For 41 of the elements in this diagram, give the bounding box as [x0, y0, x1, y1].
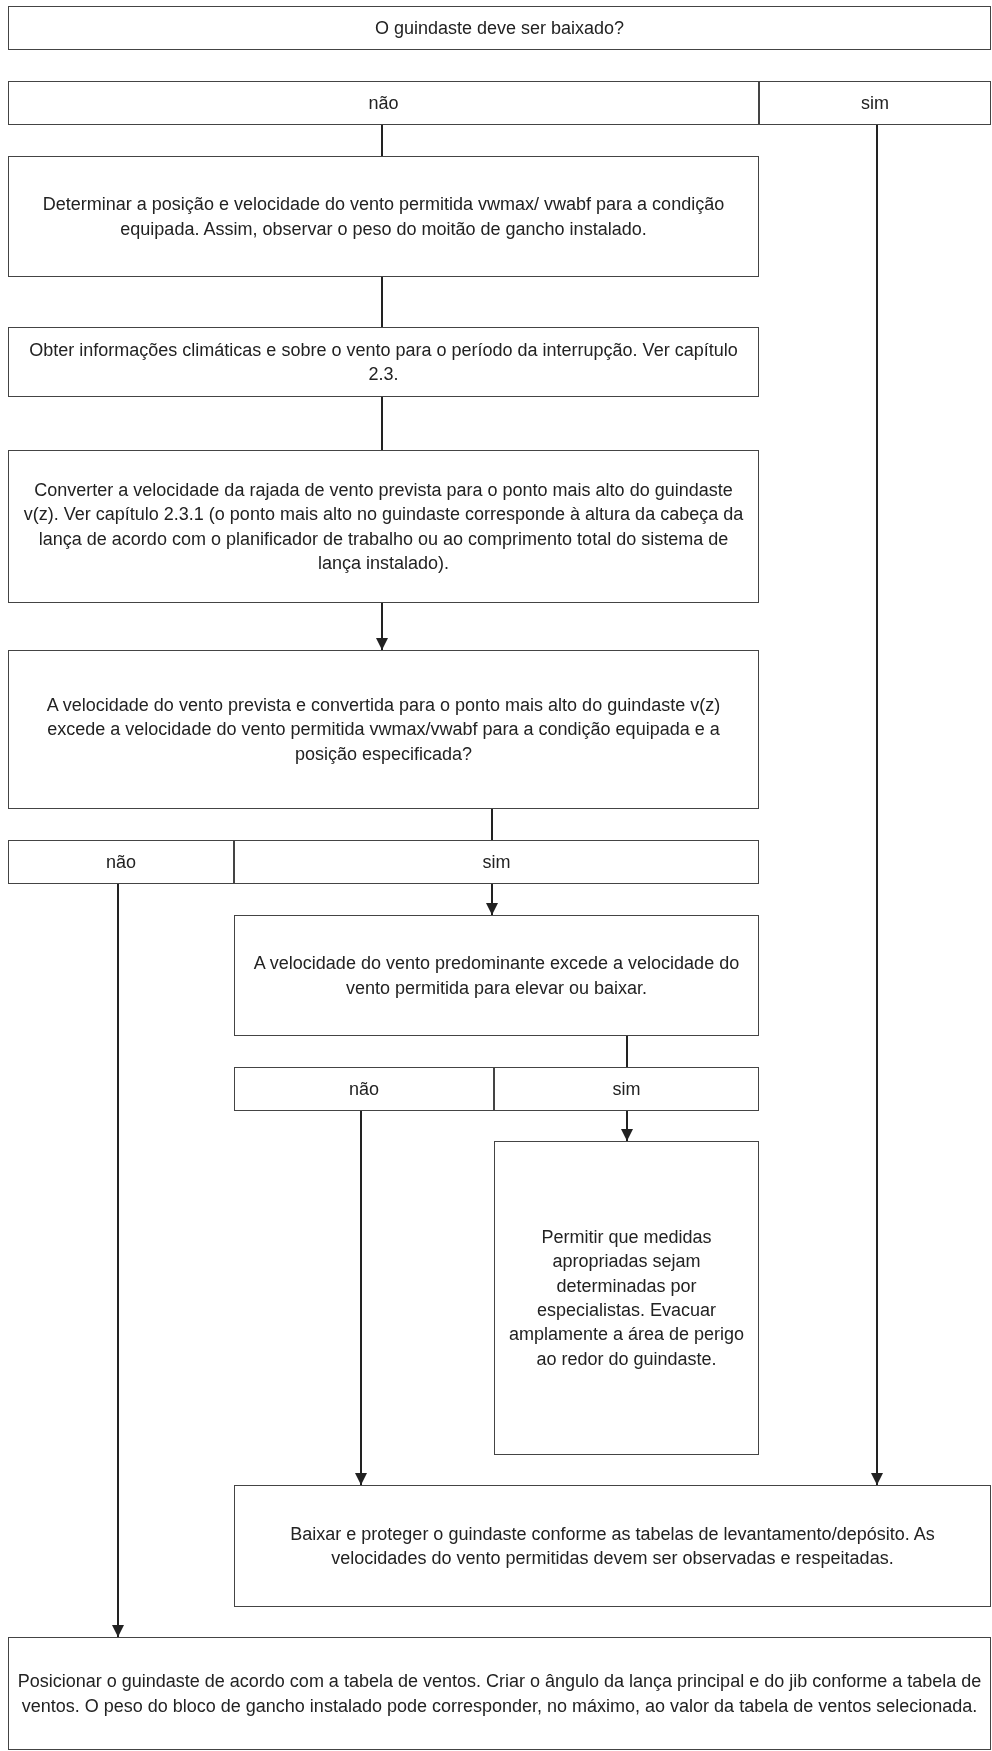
- arrow: [376, 602, 388, 651]
- connector-line: [381, 124, 383, 157]
- box-text: sim: [861, 91, 889, 115]
- box-text: A velocidade do vento predominante excede a velocidade do vento permitida para elevar ou baixar.: [252, 952, 741, 1000]
- branch-label-cell: [8, 81, 759, 125]
- box-text: Baixar e proteger o guindaste conforme as tabelas de levantamento/depósito. As velocidades do vento permitidas devem ser observadas e respeitadas.: [289, 1522, 936, 1570]
- box-text: Converter a velocidade da rajada de vento prevista para o ponto mais alto do guindaste v(z). Ver capítulo 2.3.1 (o ponto mais alto no guindaste corresponde à altura da cabeça da lança de acordo com o planificador de trabalho ou ao comprimento total do sistema de lança instalado).: [22, 478, 745, 575]
- box-text: Posicionar o guindaste de acordo com a tabela de ventos. Criar o ângulo da lança principal e do jib conforme a tabela de ventos. O peso do bloco de gancho instalado pode corresponder, no máximo, ao valor da tabela de ventos selecionada.: [17, 1670, 982, 1718]
- box-text: sim: [482, 850, 511, 874]
- connector-line: [626, 1035, 628, 1068]
- box-text: Permitir que medidas apropriadas sejam determinadas por especialistas. Evacuar amplamente a área de perigo ao redor do guindaste.: [507, 1226, 746, 1371]
- process-box: [234, 1485, 991, 1607]
- box-text: O guindaste deve ser baixado?: [374, 16, 625, 40]
- arrow: [871, 124, 883, 1486]
- box-text: não: [368, 91, 399, 115]
- arrow: [355, 1110, 367, 1486]
- process-box: [8, 1637, 991, 1750]
- connector-line: [491, 808, 493, 841]
- connector-line: [381, 276, 383, 328]
- branch-label-cell: [759, 81, 991, 125]
- box-text: Determinar a posição e velocidade do vento permitida vwmax/ vwabf para a condição equipada. Assim, observar o peso do moitão de gancho instalado.: [41, 193, 726, 241]
- process-box: [8, 156, 759, 277]
- box-text: Obter informações climáticas e sobre o vento para o período da interrupção. Ver capítulo 2.3.: [28, 338, 739, 386]
- branch-label-cell: [494, 1067, 759, 1111]
- arrow: [621, 1110, 633, 1142]
- box-text: não: [105, 850, 136, 874]
- branch-label-cell: [234, 1067, 494, 1111]
- process-box: [234, 915, 759, 1036]
- process-box: [494, 1141, 759, 1455]
- process-box: [8, 450, 759, 603]
- branch-label-cell: [234, 840, 759, 884]
- arrow: [486, 883, 498, 916]
- process-box: [8, 6, 991, 50]
- box-text: A velocidade do vento prevista e convertida para o ponto mais alto do guindaste v(z) excede a velocidade do vento permitida vwmax/vwabf para a condição equipada e a posição especificada?: [45, 694, 722, 766]
- arrow: [112, 883, 124, 1638]
- branch-label-cell: [8, 840, 234, 884]
- process-box: [8, 650, 759, 809]
- box-text: sim: [612, 1077, 641, 1101]
- process-box: [8, 327, 759, 397]
- box-text: não: [348, 1077, 379, 1101]
- connector-line: [381, 396, 383, 451]
